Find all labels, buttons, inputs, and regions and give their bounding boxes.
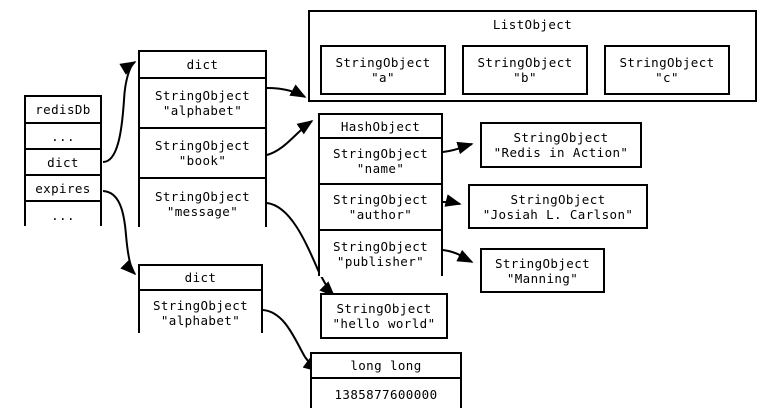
edge-redisdb-dict-to-main-dict: [102, 61, 137, 163]
long-long-value-label: 1385877600000: [334, 387, 438, 402]
expires-dict-entry-alphabet-value: "alphabet": [160, 313, 241, 328]
main-dict-entry-alphabet-value: "alphabet": [162, 103, 243, 118]
main-dict-entry-alphabet[interactable]: StringObject "alphabet": [140, 79, 265, 129]
long-long-value-row: 1385877600000: [312, 379, 460, 410]
main-dict-struct: dict StringObject "alphabet" StringObjec…: [138, 50, 267, 229]
redisdb-row-ellipsis-top: ...: [26, 124, 100, 150]
hash-value-josiah-carlson-value: "Josiah L. Carlson": [482, 206, 634, 222]
expires-dict-header-label: dict: [184, 270, 217, 285]
redisdb-ellipsis-top-label: ...: [51, 128, 75, 144]
redisdb-struct: redisDb ... dict expires ...: [24, 95, 102, 228]
hash-value-josiah-carlson[interactable]: StringObject "Josiah L. Carlson": [468, 184, 648, 229]
main-dict-entry-message-value: "message": [166, 204, 239, 219]
hash-value-redis-in-action-type: StringObject: [513, 130, 609, 145]
main-dict-entry-message[interactable]: StringObject "message": [140, 179, 265, 229]
redisdb-expires-label: expires: [35, 180, 91, 196]
list-node-c-type: StringObject: [619, 55, 715, 70]
hash-value-josiah-carlson-cell: StringObject "Josiah L. Carlson": [470, 186, 646, 227]
hash-value-redis-in-action-cell: StringObject "Redis in Action": [482, 124, 640, 166]
list-object-title: ListObject: [492, 17, 573, 32]
list-node-a-cell: StringObject "a": [322, 47, 444, 93]
edge-redisdb-expires-to-expires-dict: [102, 190, 137, 276]
redisdb-row-dict[interactable]: dict: [26, 150, 100, 176]
long-long-header: long long: [312, 354, 460, 379]
string-object-hello-world[interactable]: StringObject "hello world": [320, 293, 448, 339]
redisdb-row-ellipsis-bottom: ...: [26, 202, 100, 228]
hash-object-field-publisher-type: StringObject: [332, 239, 429, 254]
list-node-b-type: StringObject: [477, 55, 573, 70]
string-object-hello-world-cell: StringObject "hello world": [322, 295, 446, 337]
redisdb-dict-label: dict: [47, 154, 79, 170]
hash-object-field-name-type: StringObject: [332, 146, 429, 161]
main-dict-entry-book[interactable]: StringObject "book": [140, 129, 265, 179]
main-dict-header: dict: [140, 52, 265, 79]
edge-publisher-to-manning: [442, 249, 474, 263]
hash-value-josiah-carlson-type: StringObject: [510, 191, 606, 207]
edge-book-to-hashobject: [266, 120, 314, 156]
hash-object-field-publisher-value: "publisher": [336, 254, 425, 269]
string-object-hello-world-type: StringObject: [336, 301, 432, 316]
expires-dict-struct: dict StringObject "alphabet": [138, 264, 263, 335]
hash-object-header-label: HashObject: [340, 118, 421, 134]
list-node-c-cell: StringObject "c": [606, 47, 728, 93]
main-dict-entry-message-type: StringObject: [154, 189, 251, 204]
main-dict-header-label: dict: [186, 57, 219, 72]
list-node-a-value: "a": [371, 70, 395, 85]
long-long-header-label: long long: [350, 358, 422, 373]
hash-object-field-name[interactable]: StringObject "name": [320, 139, 441, 185]
redisdb-row-title: redisDb: [26, 97, 100, 124]
main-dict-entry-alphabet-type: StringObject: [154, 88, 251, 103]
hash-object-field-author[interactable]: StringObject "author": [320, 185, 441, 231]
hash-object-field-author-value: "author": [348, 207, 413, 222]
hash-object-header: HashObject: [320, 115, 441, 139]
list-node-b-cell: StringObject "b": [464, 47, 586, 93]
expires-dict-entry-alphabet[interactable]: StringObject "alphabet": [140, 291, 261, 335]
hash-value-manning-value: "Manning": [506, 270, 579, 286]
redisdb-row-expires[interactable]: expires: [26, 176, 100, 202]
long-long-struct: long long 1385877600000: [310, 352, 462, 410]
hash-value-manning-type: StringObject: [494, 255, 591, 271]
hash-object-field-publisher[interactable]: StringObject "publisher": [320, 231, 441, 277]
list-node-c[interactable]: StringObject "c": [604, 45, 730, 95]
main-dict-entry-book-type: StringObject: [154, 138, 251, 153]
edge-author-to-josiah-carlson: [442, 194, 462, 207]
hash-value-redis-in-action[interactable]: StringObject "Redis in Action": [480, 122, 642, 168]
expires-dict-entry-alphabet-type: StringObject: [152, 298, 249, 313]
edge-alphabet-to-listobject: [266, 84, 307, 98]
hash-object-field-name-value: "name": [356, 161, 405, 176]
redisdb-title-label: redisDb: [35, 102, 91, 117]
hash-object-field-author-type: StringObject: [332, 192, 429, 207]
edge-name-to-redis-in-action: [442, 141, 474, 155]
list-node-a-type: StringObject: [335, 55, 431, 70]
hash-object-struct: HashObject StringObject "name" StringObj…: [318, 113, 443, 277]
list-node-b[interactable]: StringObject "b": [462, 45, 588, 95]
string-object-hello-world-value: "hello world": [332, 316, 436, 331]
hash-value-manning-cell: StringObject "Manning": [482, 250, 603, 291]
list-node-b-value: "b": [513, 70, 537, 85]
list-node-c-value: "c": [655, 70, 679, 85]
expires-dict-header: dict: [140, 266, 261, 291]
hash-value-manning[interactable]: StringObject "Manning": [480, 248, 605, 293]
main-dict-entry-book-value: "book": [178, 153, 227, 168]
hash-value-redis-in-action-value: "Redis in Action": [493, 145, 629, 160]
list-node-a[interactable]: StringObject "a": [320, 45, 446, 95]
redisdb-ellipsis-bottom-label: ...: [51, 207, 75, 223]
